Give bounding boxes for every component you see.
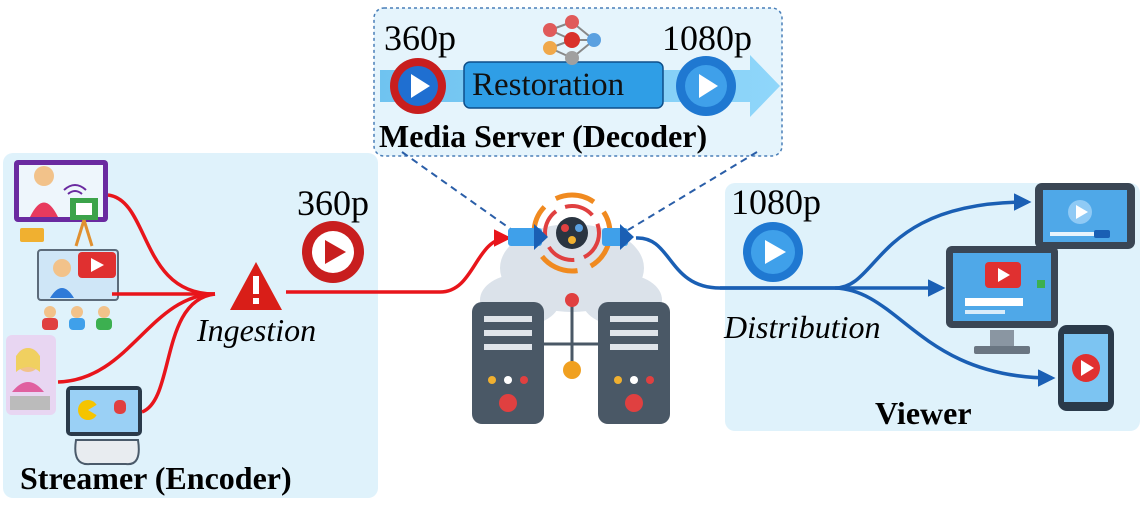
- server-output-resolution: 1080p: [662, 18, 752, 58]
- gamepad-icon: [66, 386, 142, 466]
- play-icon: [743, 222, 803, 282]
- streamer-resolution: 360p: [297, 183, 369, 223]
- play-icon: [390, 58, 446, 114]
- distribution-label: Distribution: [724, 309, 881, 345]
- phone-icon: [1058, 325, 1114, 411]
- warning-icon: [230, 262, 282, 310]
- restoration-box: [463, 61, 664, 109]
- ingestion-label: Ingestion: [197, 312, 317, 348]
- selfie-stream-icon: [6, 335, 56, 415]
- play-icon: [676, 56, 736, 116]
- presenter-icon: [14, 160, 108, 247]
- video-call-icon: [37, 249, 119, 330]
- server-input-resolution: 360p: [384, 18, 456, 58]
- monitor-icon: [946, 246, 1058, 354]
- media-server-title: Media Server (Decoder): [379, 118, 708, 154]
- streamer-title: Streamer (Encoder): [20, 460, 292, 496]
- zoom-connector-left: [401, 151, 513, 231]
- neural-network-icon: [543, 15, 601, 65]
- viewer-resolution: 1080p: [731, 182, 821, 222]
- restoration-label: Restoration: [472, 67, 625, 103]
- server-icon: [472, 192, 670, 424]
- ingestion-lines: [57, 193, 512, 414]
- distribution-lines: [635, 193, 1056, 387]
- viewer-title: Viewer: [875, 395, 972, 431]
- play-icon: [302, 221, 364, 283]
- tablet-icon: [1035, 183, 1135, 249]
- zoom-connector-right: [627, 151, 758, 231]
